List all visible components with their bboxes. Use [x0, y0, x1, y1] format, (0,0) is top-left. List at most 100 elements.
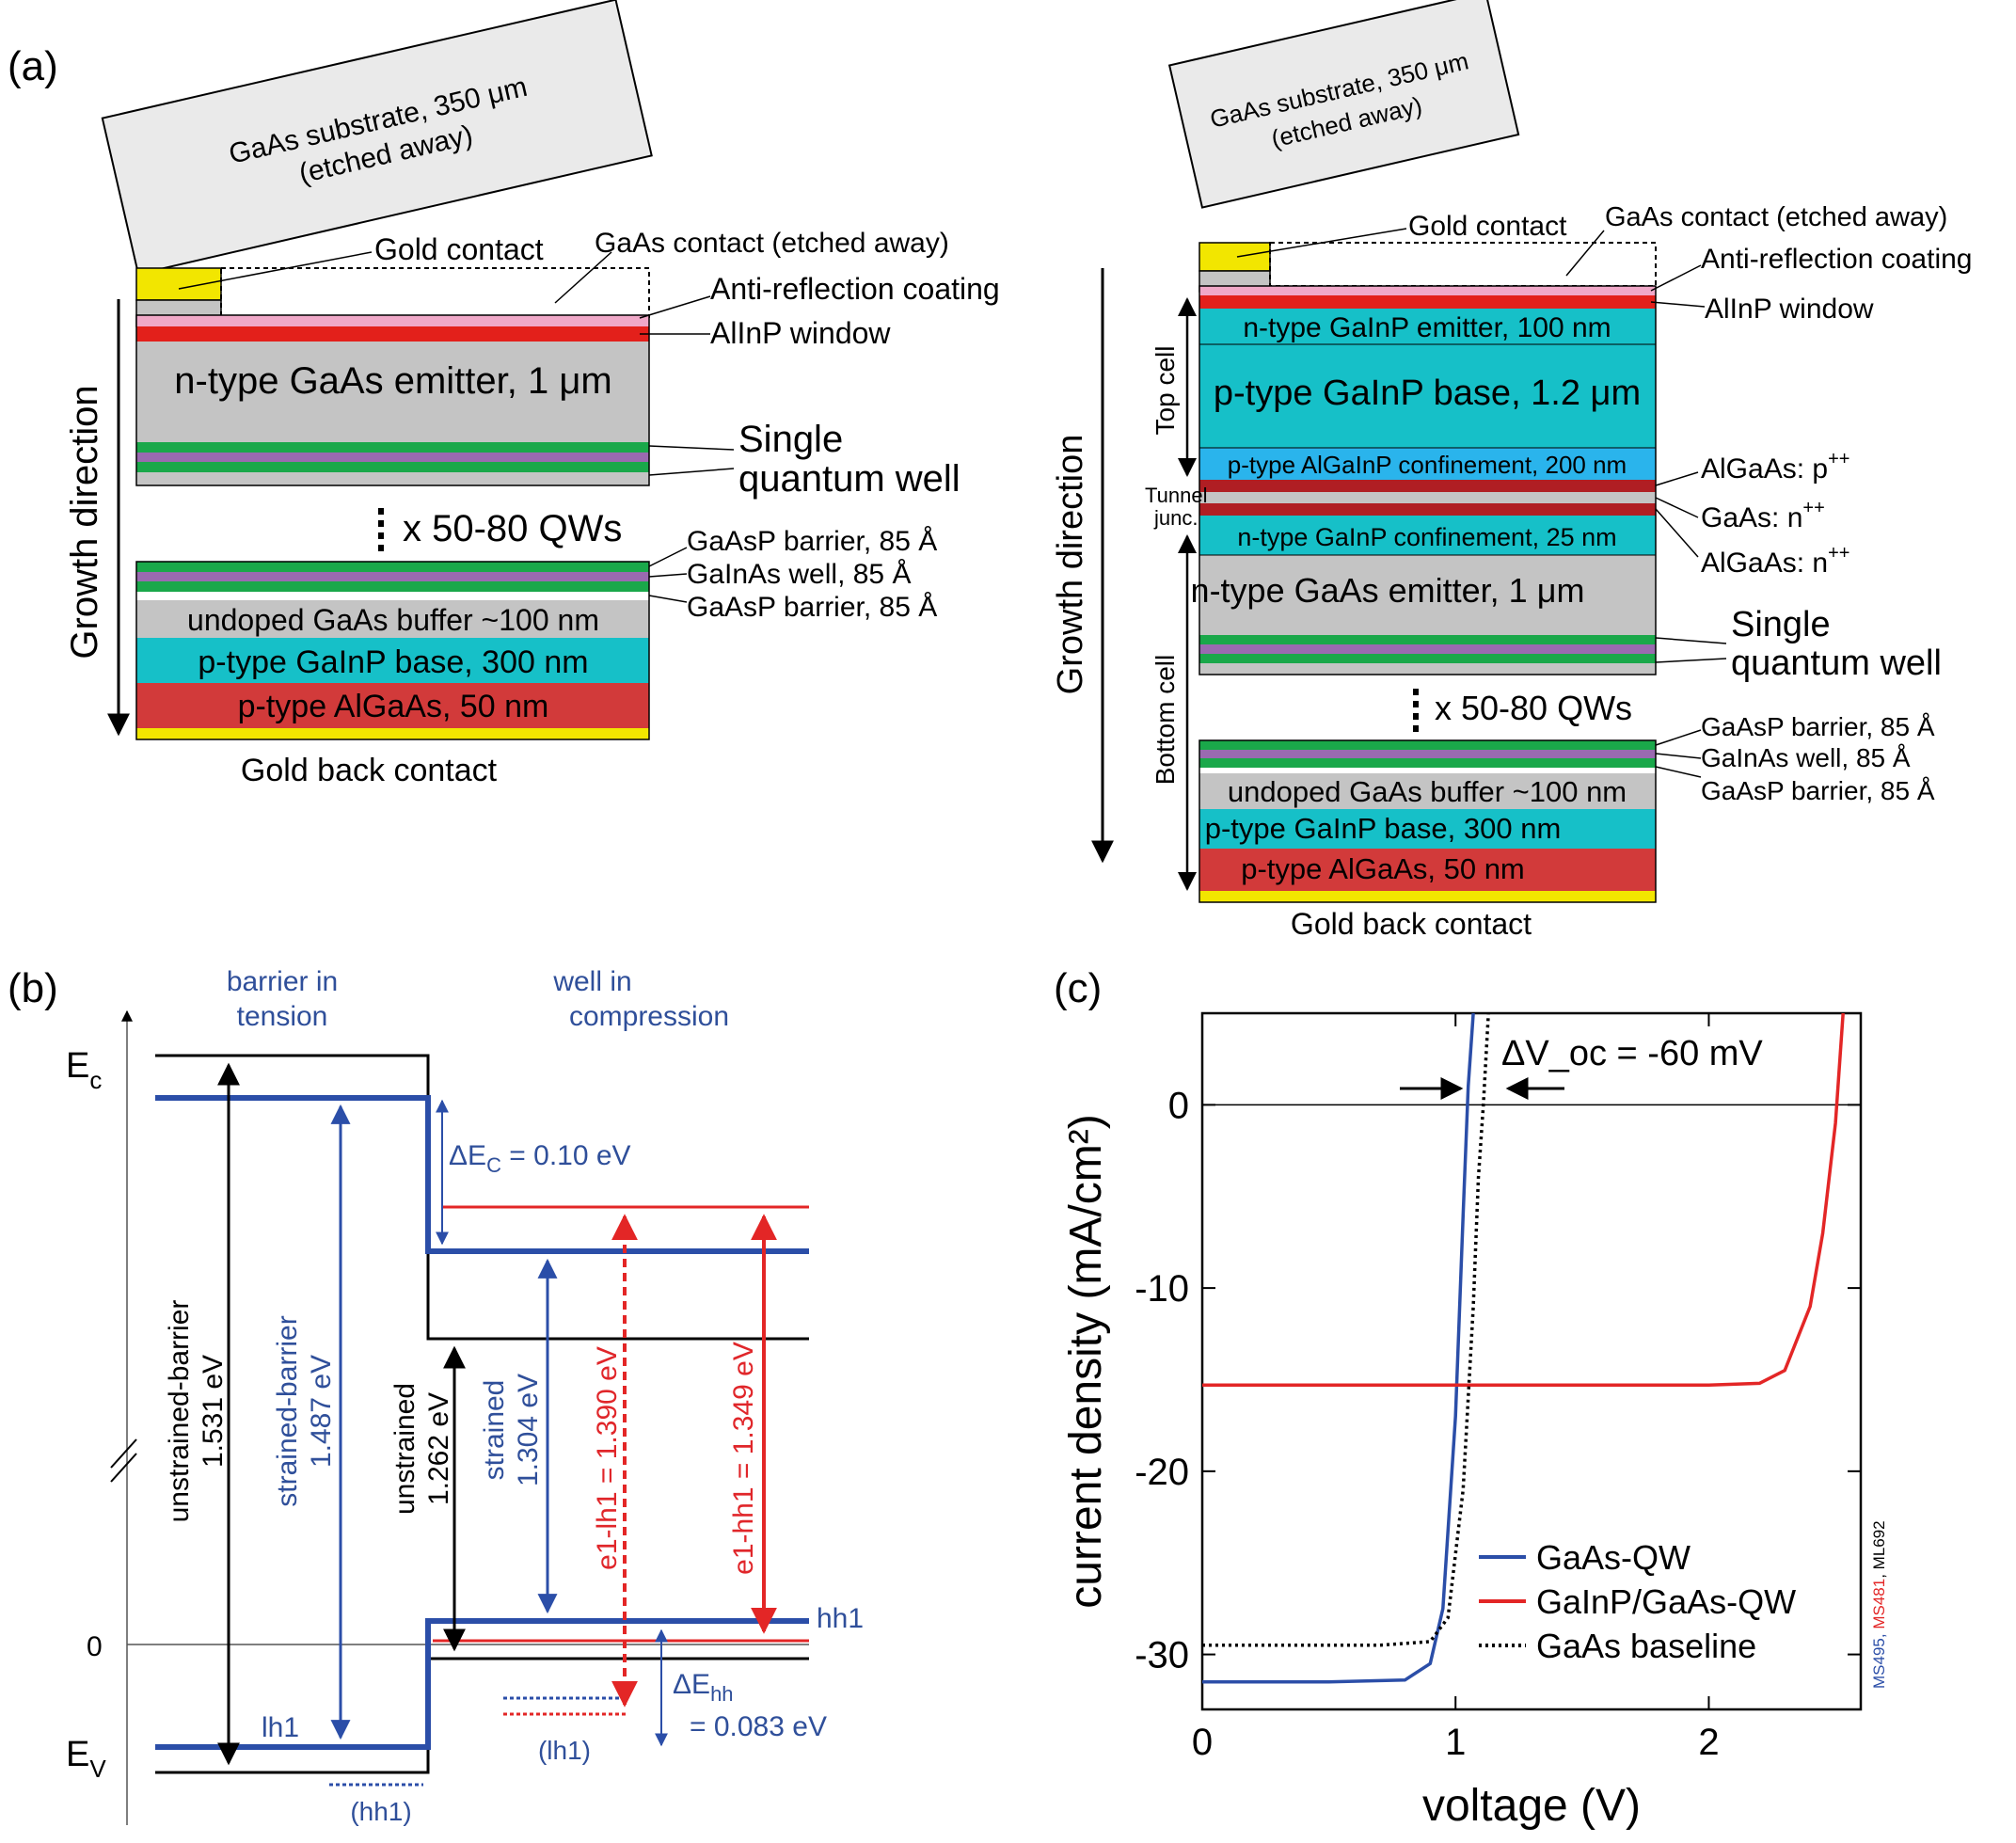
legend-label: GaAs baseline — [1536, 1627, 1756, 1665]
left-well-label: GaInAs well, 85 Å — [687, 559, 911, 590]
right-arc-layer — [1199, 286, 1656, 295]
left-buffer-layer — [136, 600, 649, 638]
lh1-label: lh1 — [262, 1712, 299, 1743]
right-base-layer — [1199, 809, 1656, 849]
right-tunnel-n-layer — [1199, 503, 1656, 516]
right-window-layer — [1199, 295, 1656, 309]
right-top-base-layer — [1199, 344, 1656, 448]
right-stack: GaAs substrate, 350 μm (etched away) n — [1051, 0, 1973, 941]
bottom-cell-label: Bottom cell — [1151, 655, 1180, 786]
right-barrier2-label: GaAsP barrier, 85 Å — [1701, 776, 1935, 805]
legend-label: GaInP/GaAs-QW — [1536, 1582, 1796, 1621]
left-qw-spacer — [136, 472, 649, 485]
unstrained-barrier-label-1: unstrained-barrier — [164, 1300, 195, 1523]
right-base-label: p-type GaInP base, 300 nm — [1205, 812, 1562, 845]
strained-barrier-label-1: strained-barrier — [272, 1315, 303, 1506]
axis-break — [110, 1438, 137, 1469]
voc-label: ΔV_oc = -60 mV — [1501, 1034, 1763, 1073]
e1-lh1-label: e1-lh1 = 1.390 eV — [592, 1346, 623, 1570]
left-algaas-layer — [136, 683, 649, 728]
y-tick-label: -10 — [1135, 1268, 1189, 1310]
delta-ec-label: ΔEC = 0.10 eV — [449, 1140, 631, 1177]
barrier-title-2: tension — [237, 1001, 328, 1032]
lh1-paren-label: (lh1) — [538, 1736, 591, 1765]
right-emitter-layer — [1199, 555, 1656, 635]
right-qw-barrier — [1199, 740, 1656, 750]
right-sqw-label-1: Single — [1731, 605, 1831, 644]
left-barrier2-label: GaAsP barrier, 85 Å — [687, 592, 937, 623]
left-buffer-label: undoped GaAs buffer ~100 nm — [187, 603, 599, 637]
strained-barrier-label-2: 1.487 eV — [306, 1355, 337, 1468]
left-window-layer — [136, 326, 649, 342]
right-confinement-top-layer — [1199, 448, 1656, 480]
left-qw-barrier — [136, 562, 649, 572]
right-confinement-bot-layer — [1199, 516, 1656, 555]
left-gold-contact — [135, 267, 222, 301]
unstrained-well-label-1: unstrained — [389, 1383, 421, 1515]
barrier-title-1: barrier in — [227, 966, 338, 997]
well-title-2: compression — [569, 1001, 729, 1032]
right-emitter-label: n-type GaAs emitter, 1 μm — [1191, 571, 1585, 610]
right-algaas-pp-label: AlGaAs: p++ — [1701, 449, 1849, 485]
right-gold-contact — [1198, 242, 1271, 272]
voc-annotation: ΔV_oc = -60 mV — [1400, 1034, 1763, 1100]
x-tick-label: 1 — [1445, 1722, 1466, 1763]
right-qw-barrier — [1199, 654, 1656, 663]
right-qw-barrier — [1199, 635, 1656, 644]
right-qw-spacer — [1199, 663, 1656, 675]
left-barrier1-label: GaAsP barrier, 85 Å — [687, 526, 937, 557]
right-gaas-contact-label: GaAs contact (etched away) — [1605, 202, 1947, 232]
right-qw-well — [1199, 644, 1656, 654]
strained-well-label-1: strained — [479, 1380, 510, 1481]
e1-hh1-label: e1-hh1 = 1.349 eV — [728, 1342, 759, 1575]
strained-conduction-band — [155, 1095, 809, 1254]
left-qw-well — [136, 453, 649, 462]
series-layer — [1202, 1012, 1845, 1684]
y-axis-label: current density (mA/cm²) — [1061, 1114, 1111, 1608]
x-axis-label: voltage (V) — [1422, 1781, 1641, 1831]
left-qw-well — [136, 572, 649, 581]
right-confinement-bot-label: n-type GaInP confinement, 25 nm — [1237, 523, 1616, 551]
right-arc-label: Anti-reflection coating — [1701, 244, 1973, 275]
right-top-emitter-label: n-type GaInP emitter, 100 nm — [1243, 312, 1611, 343]
right-confinement-top-label: p-type AlGaInP confinement, 200 nm — [1228, 451, 1627, 479]
right-buffer-label: undoped GaAs buffer ~100 nm — [1228, 775, 1627, 808]
left-back-contact-label: Gold back contact — [241, 753, 498, 788]
series-line-0 — [1202, 1012, 1475, 1684]
left-algaas-label: p-type AlGaAs, 50 nm — [238, 689, 549, 724]
right-window-label: AlInP window — [1705, 294, 1874, 325]
right-tunnel-p-layer — [1199, 480, 1656, 492]
left-qw-barrier — [136, 442, 649, 453]
right-back-contact-layer — [1199, 891, 1656, 902]
left-stack: GaAs substrate, 350 μm (etched away) n-t… — [64, 0, 1000, 788]
hh1-paren-label: (hh1) — [350, 1797, 411, 1826]
panel-c-label: (c) — [1054, 965, 1102, 1011]
right-etched-outline — [1269, 242, 1657, 287]
right-gold-contact-label: Gold contact — [1408, 211, 1567, 242]
right-qw-barrier — [1199, 758, 1656, 768]
left-emitter-label: n-type GaAs emitter, 1 μm — [174, 360, 611, 402]
left-substrate: GaAs substrate, 350 μm (etched away) — [101, 0, 653, 276]
panel-b-label: (b) — [8, 965, 58, 1011]
left-base-layer — [136, 638, 649, 683]
left-qw-count: x 50-80 QWs — [403, 508, 622, 549]
right-buffer-layer — [1199, 773, 1656, 809]
y-tick-label: 0 — [1168, 1085, 1189, 1126]
sample-ids: MS495, MS481, ML692 — [1870, 1520, 1888, 1689]
right-barrier1-label: GaAsP barrier, 85 Å — [1701, 712, 1935, 741]
left-etched-outline — [220, 267, 650, 318]
ev-label: EV — [66, 1735, 106, 1783]
left-arc-label: Anti-reflection coating — [710, 272, 1000, 306]
left-gaas-contact-label: GaAs contact (etched away) — [595, 228, 949, 259]
left-qw-barrier — [136, 581, 649, 592]
left-arc-layer — [136, 315, 649, 326]
zero-label: 0 — [87, 1631, 103, 1662]
delta-hh-value: = 0.083 eV — [690, 1711, 827, 1742]
unstrained-barrier-label-2: 1.531 eV — [198, 1355, 229, 1468]
left-gold-contact-label: Gold contact — [374, 232, 544, 266]
right-tunnel-gaas-layer — [1199, 492, 1656, 503]
left-back-contact-layer — [136, 728, 649, 739]
left-sqw-label-1: Single — [738, 419, 843, 460]
